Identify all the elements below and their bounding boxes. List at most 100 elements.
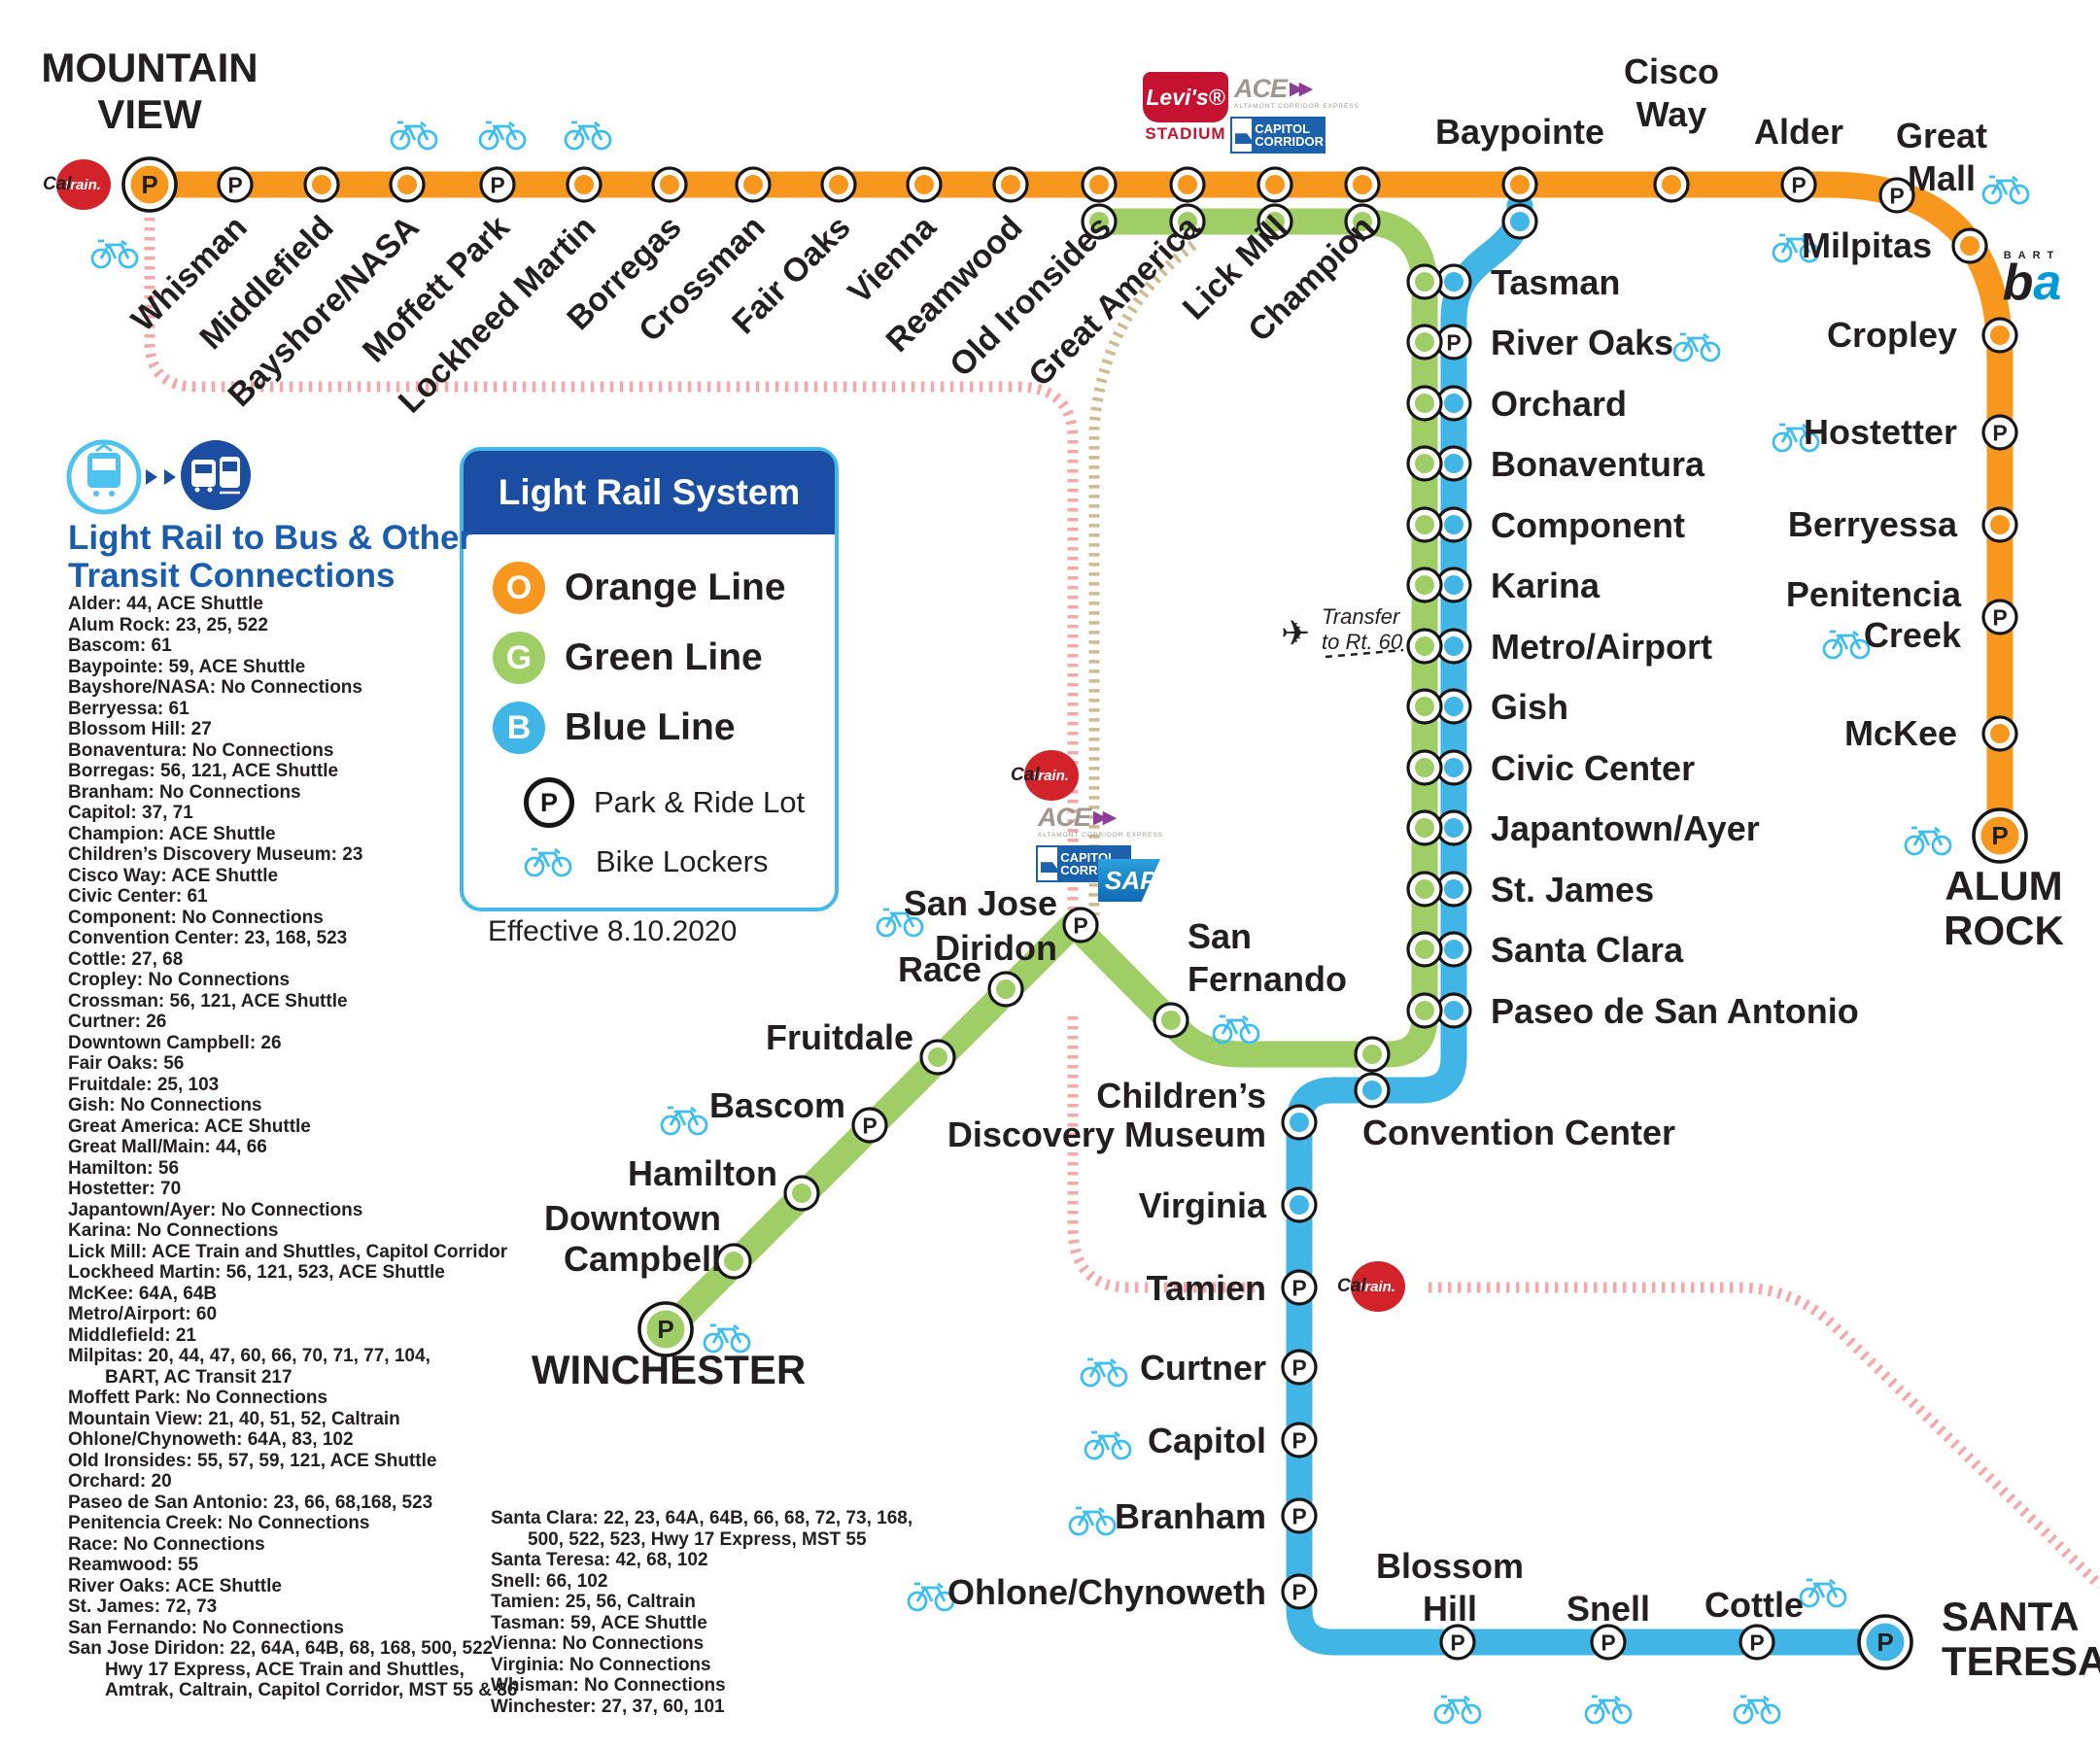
connection-entry: Moffett Park: No Connections bbox=[68, 1388, 525, 1409]
station-downtown-campbell bbox=[715, 1243, 752, 1280]
station-virginia bbox=[1281, 1186, 1318, 1223]
connection-entry: San Jose Diridon: 22, 64A, 64B, 68, 168,… bbox=[68, 1638, 525, 1701]
label-ohlone-chynoweth: Ohlone/Chynoweth bbox=[947, 1572, 1266, 1612]
legend-title: Light Rail System bbox=[464, 451, 835, 534]
ace-logo-diridon: ACE ▶▶ ALTAMONT CORRIDOR EXPRESS bbox=[1038, 803, 1164, 839]
connection-line: Bonaventura: No Connections bbox=[68, 739, 334, 761]
svg-text:P: P bbox=[1073, 913, 1087, 939]
connection-entry: Component: No Connections bbox=[68, 908, 525, 929]
connection-line: Gish: No Connections bbox=[68, 1095, 262, 1115]
station-bonaventura bbox=[1406, 445, 1443, 482]
legend-park-ride: P Park & Ride Lot bbox=[524, 777, 805, 828]
connection-line: Capitol: 37, 71 bbox=[68, 803, 193, 823]
svg-text:P: P bbox=[1876, 1628, 1893, 1657]
blue-line-label: Blue Line bbox=[565, 706, 736, 748]
connection-entry: Children’s Discovery Museum: 23 bbox=[68, 844, 525, 866]
label-virginia: Virginia bbox=[1139, 1185, 1267, 1225]
label-great-mall: Great bbox=[1896, 116, 1987, 155]
connection-entry: Great Mall/Main: 44, 66 bbox=[68, 1137, 525, 1158]
levis-stadium-logo: Levi's® STADIUM bbox=[1143, 72, 1228, 144]
connection-entry: Snell: 66, 102 bbox=[491, 1571, 957, 1593]
station-mountain-view: P bbox=[121, 156, 178, 213]
connection-line: Cottle: 27, 68 bbox=[68, 948, 184, 970]
bike-icon-santa-teresa bbox=[1799, 1578, 1847, 1608]
connection-entry: Champion: ACE Shuttle bbox=[68, 824, 525, 845]
svg-text:P: P bbox=[1991, 821, 2008, 850]
light-rail-icon bbox=[66, 439, 142, 515]
connection-line: Whisman: No Connections bbox=[491, 1675, 726, 1696]
svg-text:P: P bbox=[141, 170, 157, 199]
station-bascom: P bbox=[851, 1107, 888, 1144]
station-santa-clara-2 bbox=[1435, 931, 1472, 968]
connection-line: Ohlone/Chynoweth: 64A, 83, 102 bbox=[68, 1429, 354, 1450]
connection-line: Race: No Connections bbox=[68, 1533, 265, 1555]
connection-entry: Karina: No Connections bbox=[68, 1220, 525, 1242]
connection-line: Champion: ACE Shuttle bbox=[68, 823, 276, 844]
svg-text:P: P bbox=[1601, 1630, 1615, 1656]
label-river-oaks: River Oaks bbox=[1491, 323, 1673, 362]
connection-line: Hostetter: 70 bbox=[68, 1179, 182, 1199]
station-blossom-hill: P bbox=[1439, 1624, 1476, 1661]
label-st-james: St. James bbox=[1491, 870, 1654, 909]
station-vienna bbox=[906, 166, 943, 203]
svg-text:P: P bbox=[1791, 173, 1806, 198]
connection-line: Borregas: 56, 121, ACE Shuttle bbox=[68, 761, 339, 781]
connection-line: Cropley: No Connections bbox=[68, 970, 291, 990]
connection-entry: Downtown Campbell: 26 bbox=[68, 1033, 525, 1054]
connection-entry: Great America: ACE Shuttle bbox=[68, 1116, 525, 1138]
label-san-jose-diridon: Diridon bbox=[935, 928, 1057, 968]
label-blossom-hill: Hill bbox=[1423, 1589, 1477, 1629]
station-berryessa bbox=[1981, 506, 2018, 543]
connection-entry: Lockheed Martin: 56, 121, 523, ACE Shutt… bbox=[68, 1262, 525, 1284]
orange-line-bullet: O bbox=[493, 562, 545, 614]
connection-line: Middlefield: 21 bbox=[68, 1324, 196, 1346]
label-cisco-way: Cisco bbox=[1624, 51, 1719, 91]
svg-text:P: P bbox=[227, 173, 242, 198]
connection-line: San Fernando: No Connections bbox=[68, 1617, 344, 1638]
label-karina: Karina bbox=[1491, 566, 1601, 605]
station-lick-mill-2 bbox=[1257, 203, 1293, 240]
connection-entry: Curtner: 26 bbox=[68, 1012, 525, 1033]
station-fruitdale bbox=[919, 1039, 956, 1076]
connection-line: Downtown Campbell: 26 bbox=[68, 1032, 282, 1053]
station-river-oaks bbox=[1406, 324, 1443, 360]
connection-entry: McKee: 64A, 64B bbox=[68, 1284, 525, 1305]
connection-entry: Capitol: 37, 71 bbox=[68, 803, 525, 824]
connection-line: Metro/Airport: 60 bbox=[68, 1304, 218, 1324]
station-metro-airport-2 bbox=[1435, 628, 1472, 665]
connection-entry: Cisco Way: ACE Shuttle bbox=[68, 866, 525, 887]
connections-list-2: Santa Clara: 22, 23, 64A, 64B, 66, 68, 7… bbox=[491, 1508, 957, 1717]
bike-icon-lockheed-martin bbox=[564, 120, 612, 151]
label-winchester: WINCHESTER bbox=[532, 1347, 806, 1392]
label-bascom: Bascom bbox=[709, 1085, 845, 1125]
station-race bbox=[987, 971, 1024, 1008]
connection-line: Amtrak, Caltrain, Capitol Corridor, MST … bbox=[105, 1680, 518, 1700]
label-fruitdale: Fruitdale bbox=[766, 1017, 913, 1057]
legend-green-line: G Green Line bbox=[493, 632, 763, 684]
connection-entry: Virginia: No Connections bbox=[491, 1655, 957, 1676]
connection-line: Alder: 44, ACE Shuttle bbox=[68, 594, 263, 614]
caltrain-dashed-line-south bbox=[1067, 1016, 1263, 1293]
green-line-label: Green Line bbox=[565, 636, 763, 678]
connection-entry: Borregas: 56, 121, ACE Shuttle bbox=[68, 761, 525, 782]
station-santa-teresa: P bbox=[1857, 1614, 1913, 1670]
label-japantown-ayer: Japantown/Ayer bbox=[1491, 808, 1760, 848]
station-component bbox=[1406, 506, 1443, 543]
svg-text:P: P bbox=[1889, 184, 1904, 209]
connection-entry: Milpitas: 20, 44, 47, 60, 66, 70, 71, 77… bbox=[68, 1346, 525, 1388]
connection-line: Great Mall/Main: 44, 66 bbox=[68, 1137, 267, 1157]
label-hamilton: Hamilton bbox=[628, 1153, 777, 1193]
station-orchard-2 bbox=[1435, 385, 1472, 422]
bike-icon-penitencia-creek bbox=[1822, 630, 1871, 660]
bike-icon-bayshore-nasa bbox=[390, 120, 438, 151]
transfer-connector-dash bbox=[1325, 648, 1404, 659]
capitol-corridor-logo-top: CAPITOL CORRIDOR bbox=[1230, 117, 1325, 154]
connection-entry: Fair Oaks: 56 bbox=[68, 1053, 525, 1075]
connection-entry: Orchard: 20 bbox=[68, 1471, 525, 1493]
svg-text:P: P bbox=[1992, 421, 2007, 446]
connection-entry: St. James: 72, 73 bbox=[68, 1596, 525, 1618]
label-snell: Snell bbox=[1566, 1589, 1650, 1629]
label-mountain-view: VIEW bbox=[97, 91, 202, 137]
